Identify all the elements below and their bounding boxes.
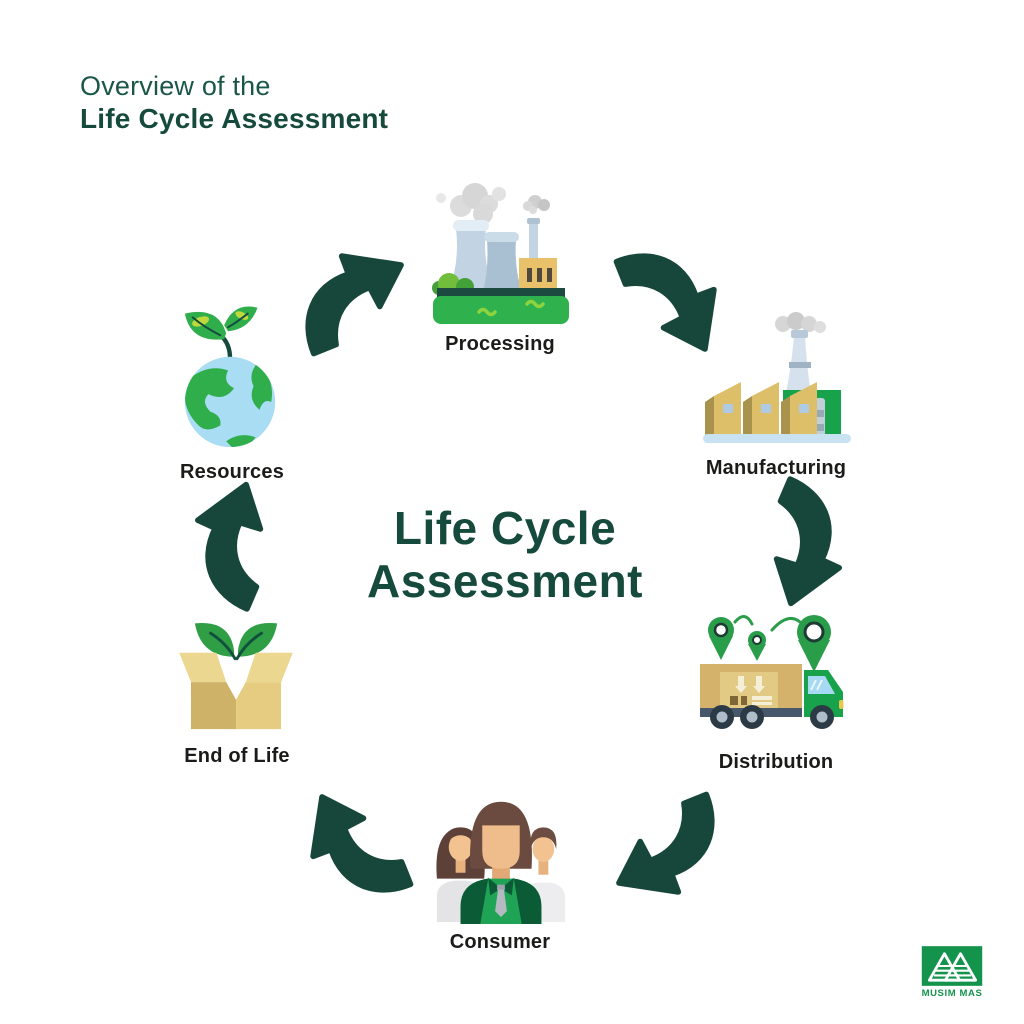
stage-label: Processing (445, 333, 555, 355)
earth-sprout-icon (184, 306, 275, 448)
brand-logo: MUSIM MAS (914, 946, 990, 999)
brand-name: MUSIM MAS (921, 988, 983, 999)
stage-processing: Processing (395, 176, 605, 356)
header-subtitle: Overview of the (80, 71, 271, 101)
consumers-people-icon (436, 801, 566, 924)
center-title: Life Cycle Assessment (293, 502, 717, 609)
arrow-consumer-to-endoflife (303, 788, 415, 900)
arrow-distribution-to-consumer (610, 790, 722, 902)
stage-manufacturing: Manufacturing (671, 310, 881, 480)
delivery-truck-icon (699, 615, 843, 729)
musim-mas-logo-icon (921, 946, 983, 986)
arrow-processing-to-manufacturing (612, 246, 724, 358)
processing-plant-icon (431, 183, 569, 324)
stage-label: Manufacturing (705, 457, 847, 479)
header-title: Life Cycle Assessment (80, 103, 389, 135)
stage-distribution: Distribution (671, 594, 881, 774)
page-header: Overview of the Life Cycle Assessment (80, 70, 388, 136)
stage-end-of-life: End of Life (132, 596, 342, 768)
center-title-line2: Assessment (366, 555, 644, 608)
stage-label: Resources (179, 461, 285, 483)
factory-icon (702, 312, 851, 443)
stage-resources: Resources (127, 292, 337, 484)
stage-label: End of Life (184, 745, 290, 767)
arrow-resources-to-processing (298, 246, 410, 358)
center-title-line1: Life Cycle (393, 502, 617, 554)
recycled-box-leaves-icon (178, 622, 293, 730)
stage-consumer: Consumer (395, 786, 605, 954)
stage-label: Distribution (718, 751, 834, 773)
stage-label: Consumer (449, 931, 551, 953)
